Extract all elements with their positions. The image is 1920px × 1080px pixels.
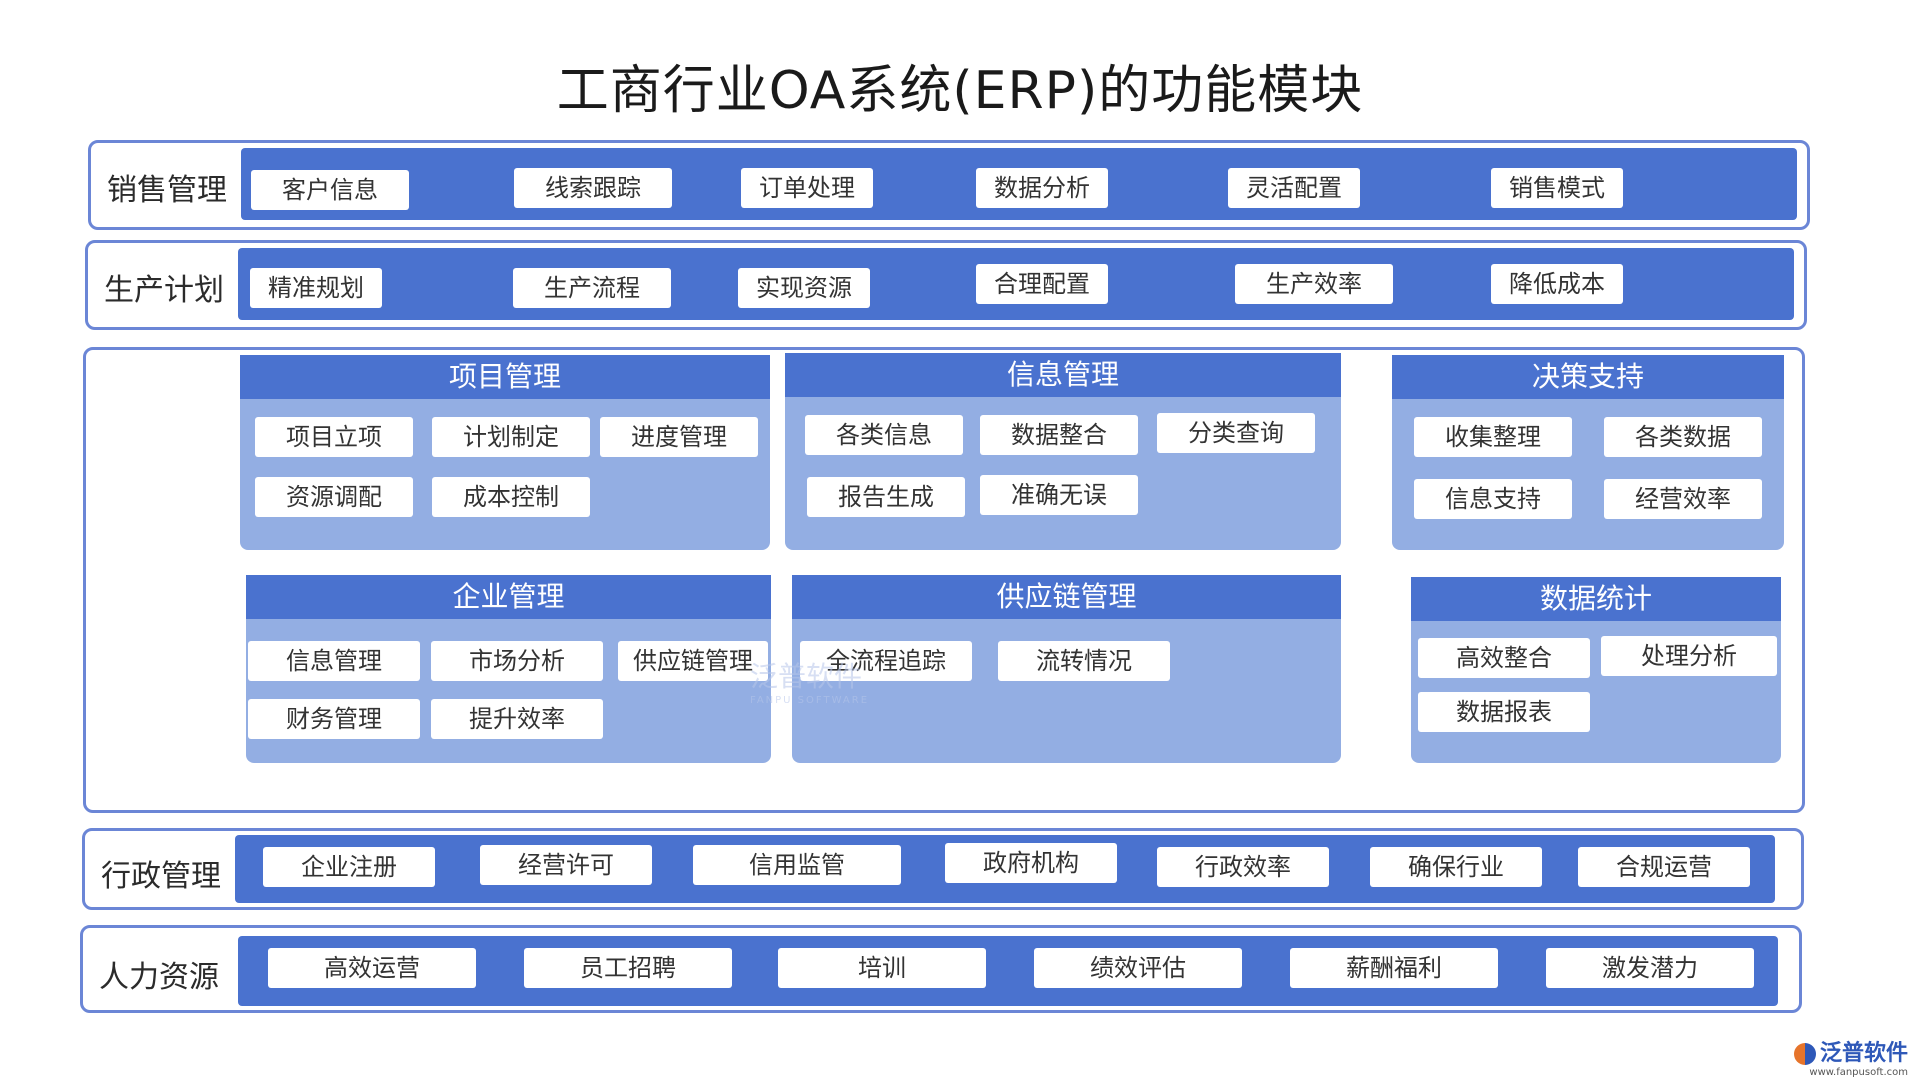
item-admin-6: 确保行业 [1370,847,1542,887]
item-sales-6: 销售模式 [1491,168,1623,208]
panel-info: 信息管理 各类信息 数据整合 分类查询 报告生成 准确无误 [785,353,1341,550]
panel-stats: 数据统计 高效整合 处理分析 数据报表 [1411,577,1781,763]
item-decision-1: 收集整理 [1414,417,1572,457]
item-enterprise-4: 财务管理 [248,699,420,739]
row-hr: 人力资源 高效运营 员工招聘 培训 绩效评估 薪酬福利 激发潜力 [80,925,1802,1013]
item-production-5: 生产效率 [1235,264,1393,304]
panel-project: 项目管理 项目立项 计划制定 进度管理 资源调配 成本控制 [240,355,770,550]
item-info-3: 分类查询 [1157,413,1315,453]
item-enterprise-2: 市场分析 [431,641,603,681]
item-hr-4: 绩效评估 [1034,948,1242,988]
row-bar-production: 精准规划 生产流程 实现资源 合理配置 生产效率 降低成本 [238,248,1794,320]
item-decision-3: 信息支持 [1414,479,1572,519]
item-decision-2: 各类数据 [1604,417,1762,457]
item-admin-2: 经营许可 [480,845,652,885]
item-info-4: 报告生成 [807,477,965,517]
row-label-sales: 销售管理 [107,173,227,208]
item-hr-1: 高效运营 [268,948,476,988]
panel-title-supply: 供应链管理 [792,575,1341,619]
item-sales-5: 灵活配置 [1228,168,1360,208]
item-stats-1: 高效整合 [1418,638,1590,678]
item-sales-2: 线索跟踪 [514,168,672,208]
item-production-2: 生产流程 [513,268,671,308]
item-admin-4: 政府机构 [945,843,1117,883]
panel-enterprise: 企业管理 信息管理 市场分析 供应链管理 财务管理 提升效率 [246,575,771,763]
row-sales: 销售管理 客户信息 线索跟踪 订单处理 数据分析 灵活配置 销售模式 [88,140,1810,230]
item-project-4: 资源调配 [255,477,413,517]
item-info-5: 准确无误 [980,475,1138,515]
item-stats-3: 数据报表 [1418,692,1590,732]
row-bar-admin: 企业注册 经营许可 信用监管 政府机构 行政效率 确保行业 合规运营 [235,835,1775,903]
watermark-main: 泛普软件 [750,660,863,693]
panel-decision: 决策支持 收集整理 各类数据 信息支持 经营效率 [1392,355,1784,550]
item-production-3: 实现资源 [738,268,870,308]
row-bar-sales: 客户信息 线索跟踪 订单处理 数据分析 灵活配置 销售模式 [241,148,1797,220]
item-project-5: 成本控制 [432,477,590,517]
watermark: 泛普软件 FANPU SOFTWARE [750,655,869,706]
brand-logo: 泛普软件 www.fanpusoft.com [1793,1035,1908,1078]
item-sales-1: 客户信息 [251,170,409,210]
item-production-1: 精准规划 [250,268,382,308]
row-label-admin: 行政管理 [101,859,221,894]
brand-logo-url: www.fanpusoft.com [1809,1067,1908,1078]
row-label-production: 生产计划 [104,273,224,308]
item-enterprise-1: 信息管理 [248,641,420,681]
item-admin-1: 企业注册 [263,847,435,887]
item-hr-3: 培训 [778,948,986,988]
item-hr-5: 薪酬福利 [1290,948,1498,988]
row-admin: 行政管理 企业注册 经营许可 信用监管 政府机构 行政效率 确保行业 合规运营 [82,828,1804,910]
panel-title-enterprise: 企业管理 [246,575,771,619]
item-info-2: 数据整合 [980,415,1138,455]
item-production-4: 合理配置 [976,264,1108,304]
item-project-1: 项目立项 [255,417,413,457]
item-supply-2: 流转情况 [998,641,1170,681]
diagram-title: 工商行业OA系统(ERP)的功能模块 [556,61,1364,121]
item-sales-4: 数据分析 [976,168,1108,208]
brand-logo-name: 泛普软件 [1819,1041,1908,1066]
panel-title-project: 项目管理 [240,355,770,399]
item-stats-2: 处理分析 [1601,636,1777,676]
item-enterprise-5: 提升效率 [431,699,603,739]
item-sales-3: 订单处理 [741,168,873,208]
panel-title-decision: 决策支持 [1392,355,1784,399]
item-admin-7: 合规运营 [1578,847,1750,887]
brand-logo-icon [1793,1043,1816,1065]
row-label-hr: 人力资源 [99,960,219,995]
row-bar-hr: 高效运营 员工招聘 培训 绩效评估 薪酬福利 激发潜力 [238,936,1778,1006]
item-production-6: 降低成本 [1491,264,1623,304]
panel-supply: 供应链管理 全流程追踪 流转情况 [792,575,1341,763]
item-project-3: 进度管理 [600,417,758,457]
watermark-sub: FANPU SOFTWARE [750,695,870,706]
item-info-1: 各类信息 [805,415,963,455]
item-hr-2: 员工招聘 [524,948,732,988]
item-hr-6: 激发潜力 [1546,948,1754,988]
row-production: 生产计划 精准规划 生产流程 实现资源 合理配置 生产效率 降低成本 [85,240,1807,330]
item-decision-4: 经营效率 [1604,479,1762,519]
item-project-2: 计划制定 [432,417,590,457]
panel-title-stats: 数据统计 [1411,577,1781,621]
item-admin-5: 行政效率 [1157,847,1329,887]
item-enterprise-3: 供应链管理 [618,641,768,681]
panel-title-info: 信息管理 [785,353,1341,397]
item-admin-3: 信用监管 [693,845,901,885]
item-supply-1: 全流程追踪 [800,641,972,681]
